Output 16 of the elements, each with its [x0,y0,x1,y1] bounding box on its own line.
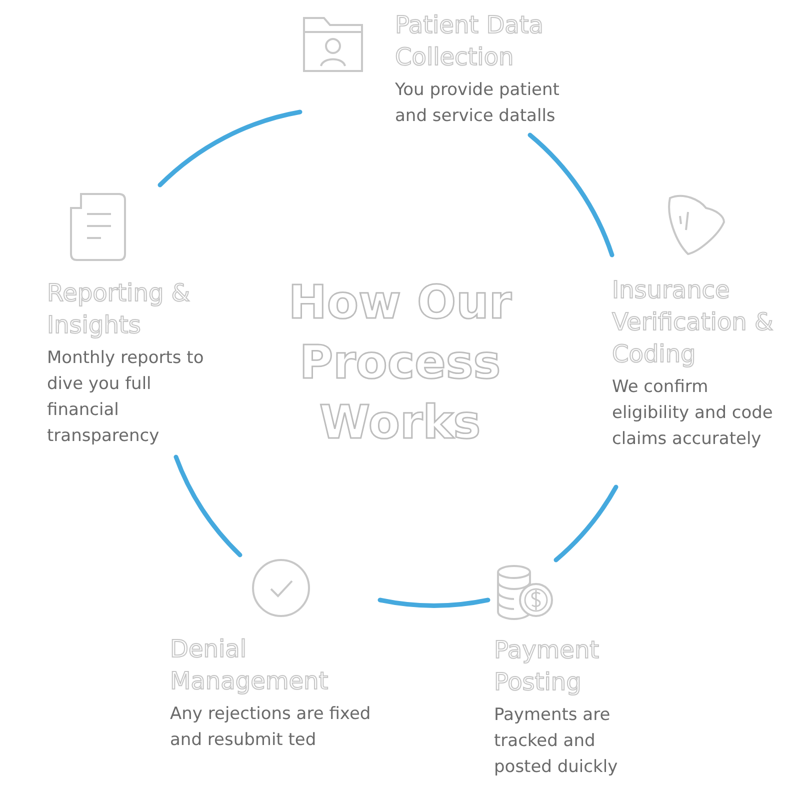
step-heading: Denial Management [170,634,330,697]
arc-connector [174,454,242,558]
step-description: Monthly reports to dive you full financial transparency [47,347,205,448]
arc-connector [528,132,614,258]
step-description: We confirm eligibility and code claims accurately [612,376,774,451]
step-heading: Insurance Verification & Coding [612,275,774,370]
step-heading: Reporting & Insights [47,278,192,341]
arc-connector [554,484,618,562]
step-heading: Payment Posting [494,635,600,698]
step-description: You provide patient and service datalls [395,79,560,128]
arc-connector [378,598,490,608]
step-description: Any rejections are fixed and resubmit ted [170,703,372,752]
arc-connector [158,110,302,188]
step-description: Payments are tracked and posted duickly [494,704,619,779]
step-heading: Patient Data Collection [395,10,544,73]
diagram-title: How Our Process Works [287,274,514,451]
